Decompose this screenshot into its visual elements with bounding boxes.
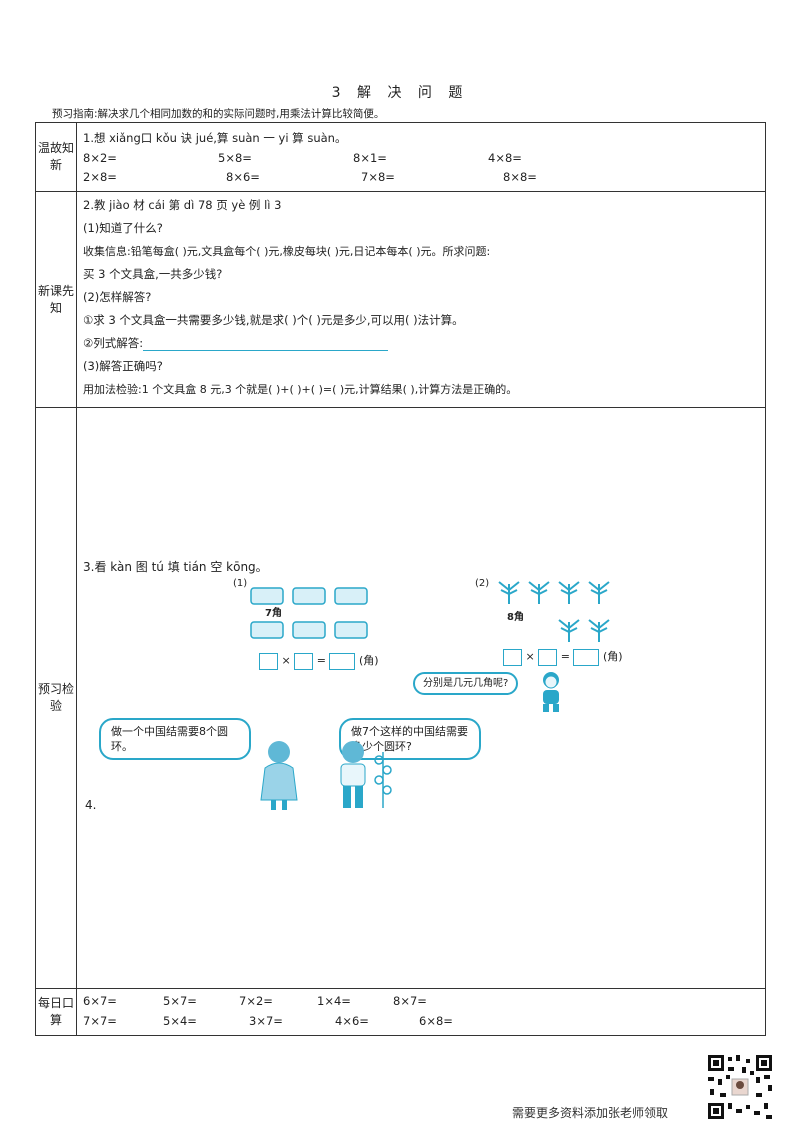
- qr-code-icon[interactable]: [706, 1053, 774, 1121]
- boy-icon: [340, 741, 366, 808]
- q2-part3: (3)解答正确吗?: [83, 359, 163, 373]
- unit-label: (角): [358, 654, 379, 667]
- q2-part1: (1)知道了什么?: [83, 221, 163, 235]
- daily-item: 7×2=: [239, 994, 273, 1008]
- equals-sign: =: [560, 650, 570, 663]
- q2-heading: 2.教 jiào 材 cái 第 dì 78 页 yè 例 lì 3: [83, 198, 282, 212]
- answer-box[interactable]: [503, 648, 522, 666]
- unit-label: (角): [602, 650, 623, 663]
- q2-question: 买 3 个文具盒,一共多少钱?: [83, 267, 223, 281]
- children-illustration: [260, 741, 392, 810]
- section-label-new-lesson: 新课先知: [35, 191, 77, 408]
- question-bubble: 分别是几元几角呢?: [413, 672, 519, 695]
- answer-box[interactable]: [538, 648, 558, 666]
- daily-item: 8×7=: [393, 994, 427, 1008]
- q3-heading: 3.看 kàn 图 tú 填 tián 空 kōng。: [83, 560, 268, 574]
- pic2-equation: × = (角): [503, 648, 623, 666]
- review-item: 8×2=: [83, 151, 117, 165]
- pic2-label: (2): [475, 578, 490, 589]
- plant-icon: [498, 581, 610, 642]
- daily-item: 4×6=: [335, 1014, 369, 1028]
- daily-item: 5×7=: [163, 994, 197, 1008]
- chinese-knot-icon: [374, 752, 392, 808]
- preview-guide: 预习指南:解决求几个相同加数的和的实际问题时,用乘法计算比较简便。: [52, 108, 385, 120]
- review-row-2: 2×8= 8×6= 7×8= 8×8=: [83, 168, 759, 187]
- section-label-daily-calc: 每日口算: [35, 988, 77, 1036]
- page-title: 3 解 决 问 题: [331, 85, 469, 101]
- answer-input[interactable]: [143, 336, 389, 351]
- answer-box[interactable]: [294, 652, 314, 670]
- review-item: 8×1=: [353, 151, 387, 165]
- daily-row-2: 7×7= 5×4= 3×7= 4×6= 6×8=: [83, 1011, 759, 1031]
- times-sign: ×: [525, 650, 535, 663]
- pic1-equation: × = (角): [259, 652, 379, 670]
- cartoon-character-icon: [543, 672, 559, 712]
- daily-item: 1×4=: [317, 994, 351, 1008]
- worksheet-table: 温故知新 1.想 xiǎng口 kǒu 诀 jué,算 suàn 一 yi 算 …: [35, 122, 766, 1036]
- answer-box[interactable]: [329, 652, 356, 670]
- daily-row-1: 6×7= 5×7= 7×2= 1×4= 8×7=: [83, 991, 759, 1011]
- review-row-1: 8×2= 5×8= 8×1= 4×8=: [83, 149, 759, 168]
- daily-item: 7×7=: [83, 1014, 117, 1028]
- q2-info: 收集信息:铅笔每盒( )元,文具盒每个( )元,橡皮每块( )元,日记本每本( …: [83, 245, 491, 258]
- daily-item: 3×7=: [249, 1014, 283, 1028]
- review-item: 5×8=: [218, 151, 252, 165]
- answer-box[interactable]: [259, 652, 278, 670]
- review-item: 7×8=: [361, 170, 395, 184]
- daily-item: 6×7=: [83, 994, 117, 1008]
- footer-note: 需要更多资料添加张老师领取: [512, 1106, 669, 1120]
- q1-heading: 1.想 xiǎng口 kǒu 诀 jué,算 suàn 一 yi 算 suàn。: [83, 131, 347, 145]
- q2-check: 用加法检验:1 个文具盒 8 元,3 个就是( )+( )+( )=( )元,计…: [83, 383, 518, 396]
- review-item: 8×6=: [226, 170, 260, 184]
- preview-check-area: 3.看 kàn 图 tú 填 tián 空 kōng。 (1) 7角 × =: [77, 408, 765, 988]
- section-label-preview-check: 预习检验: [35, 407, 77, 989]
- answer-box[interactable]: [573, 648, 600, 666]
- pic1-price: 7角: [265, 608, 282, 619]
- girl-speech-bubble: 做一个中国结需要8个圆环。: [99, 718, 251, 760]
- review-item: 4×8=: [488, 151, 522, 165]
- q2-part2: (2)怎样解答?: [83, 290, 152, 304]
- pic1-label: (1): [233, 578, 248, 589]
- eraser-icon: [250, 587, 368, 639]
- daily-item: 6×8=: [419, 1014, 453, 1028]
- girl-icon: [260, 741, 298, 810]
- review-item: 2×8=: [83, 170, 117, 184]
- equals-sign: =: [316, 654, 326, 667]
- plant-group: [498, 581, 610, 642]
- daily-item: 5×4=: [163, 1014, 197, 1028]
- answer-label: ②列式解答:: [83, 336, 144, 350]
- review-item: 8×8=: [503, 170, 537, 184]
- q4-heading: 4.: [85, 798, 97, 812]
- eraser-group: [250, 587, 368, 639]
- section-label-review: 温故知新: [35, 122, 77, 192]
- pic2-price: 8角: [507, 612, 524, 623]
- q2-answer-line: ②列式解答:: [83, 332, 759, 355]
- times-sign: ×: [281, 654, 291, 667]
- q2-method: ①求 3 个文具盒一共需要多少钱,就是求( )个( )元是多少,可以用( )法计…: [83, 313, 464, 327]
